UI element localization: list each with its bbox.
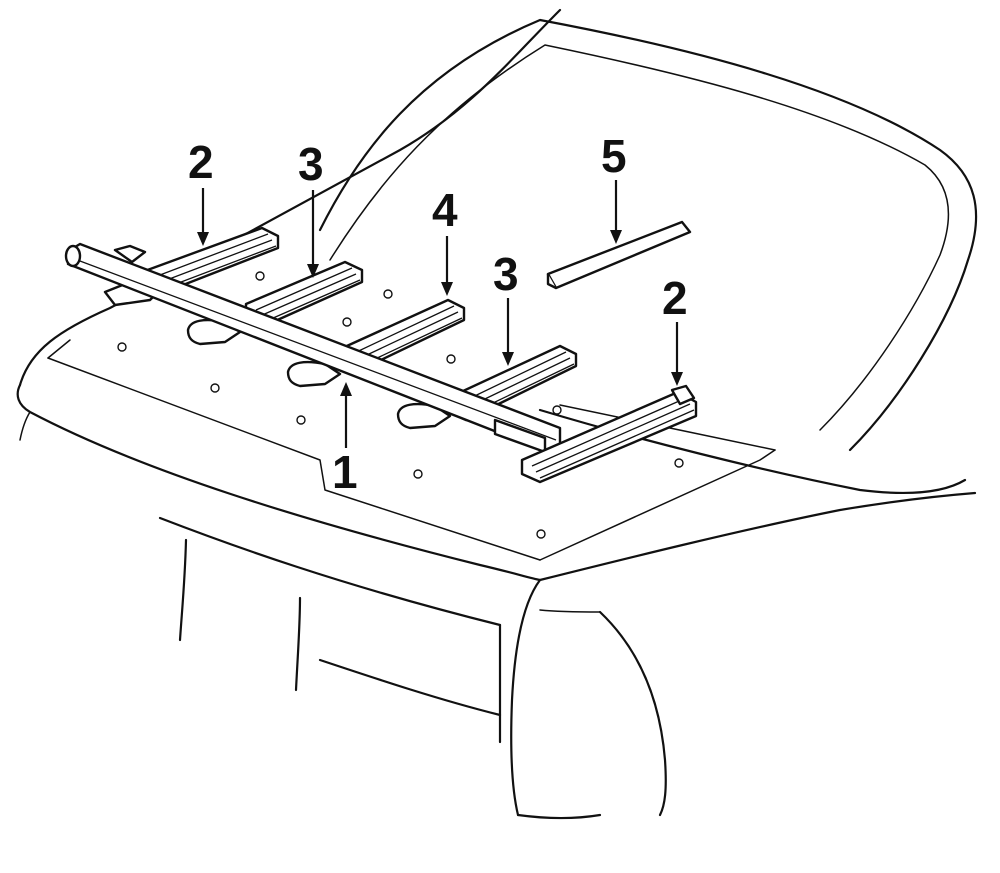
- callout-3-left: 3: [298, 138, 324, 190]
- vehicle-body: [16, 8, 978, 820]
- callout-1: 1: [332, 446, 358, 498]
- callout-2-right: 2: [662, 272, 688, 324]
- callout-4: 4: [432, 184, 458, 236]
- leader-arrows: [197, 180, 683, 448]
- side-rail-right: [520, 384, 698, 484]
- trim-strip: [546, 220, 692, 290]
- callout-2-left: 2: [188, 136, 214, 188]
- callout-5: 5: [601, 130, 627, 182]
- side-rail-left: [140, 226, 280, 296]
- callout-3-right: 3: [493, 248, 519, 300]
- roof-holes: [117, 271, 684, 539]
